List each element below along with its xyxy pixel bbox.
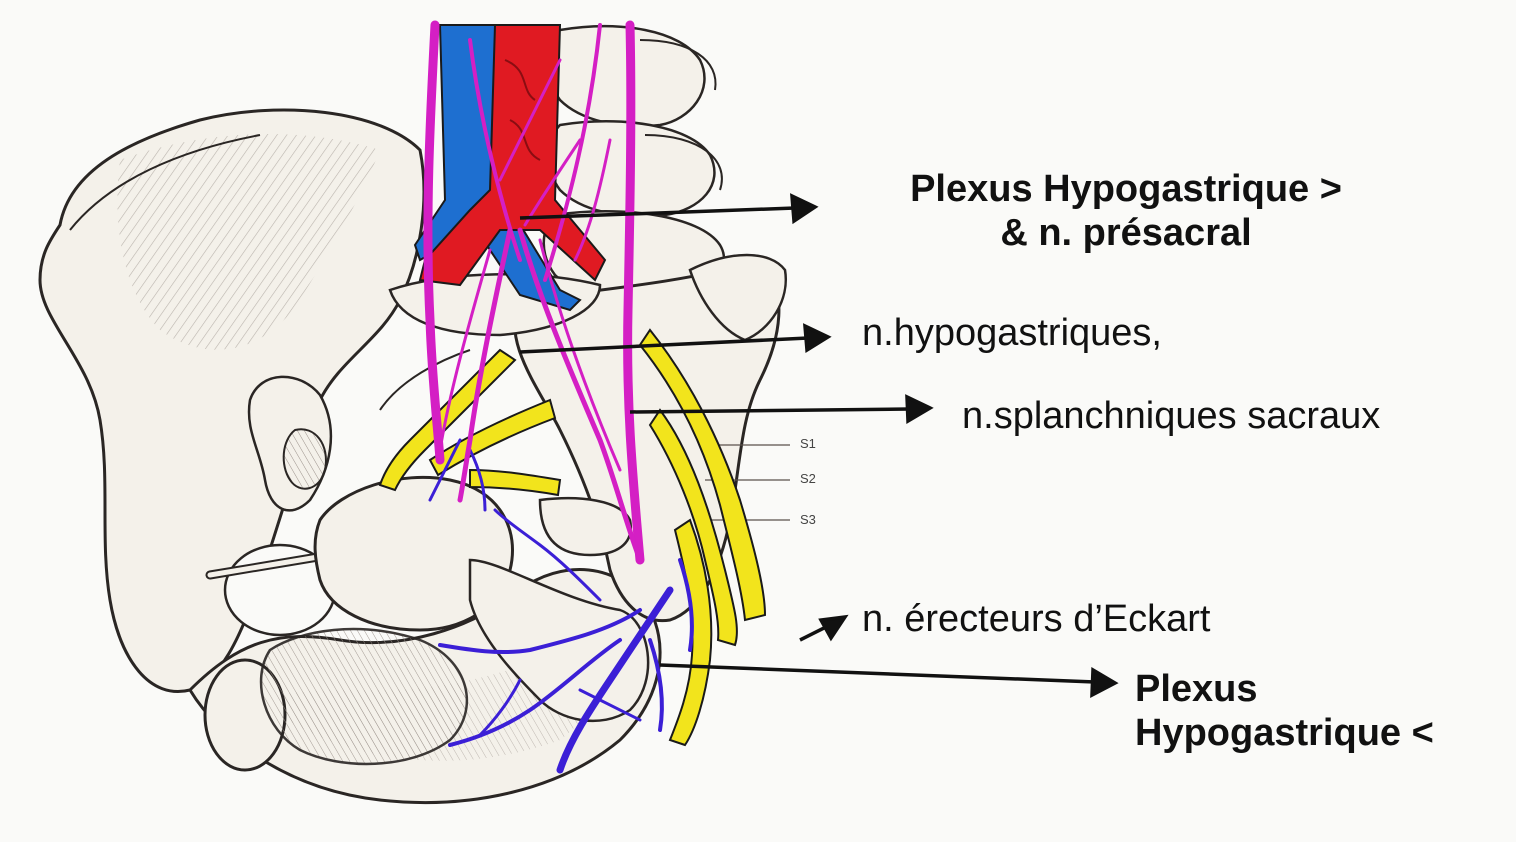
superior-plexus-label-line1: Plexus Hypogastrique >: [910, 168, 1342, 210]
iliac-wing-shading: [117, 133, 381, 350]
inferior-plexus-label-line2: Hypogastrique <: [1135, 711, 1434, 754]
sacral-ala: [688, 253, 788, 342]
sacral-segment-s3: S3: [800, 512, 816, 527]
leader-arrows: [519, 193, 1119, 698]
iliac-crest-line: [69, 134, 261, 231]
sacral-segment-s1: S1: [800, 436, 816, 451]
ovary: [282, 428, 327, 490]
superior-hypogastric-plexus-label: Plexus Hypogastrique > & n. présacral: [866, 168, 1386, 255]
sacral-segment-s2: S2: [800, 471, 816, 486]
erector-nerves-label: n. érecteurs d’Eckart: [862, 598, 1211, 640]
inferior-plexus-label-line1: Plexus: [1135, 668, 1258, 710]
sympathetic-nerves: [423, 20, 645, 565]
inferior-hypogastric-plexus-label: Plexus Hypogastrique <: [1135, 668, 1434, 755]
round-ligament-fill: [207, 552, 333, 578]
bladder: [259, 627, 469, 766]
rectum: [538, 496, 633, 557]
hypogastric-nerves-label: n.hypogastriques,: [862, 312, 1162, 354]
sacral-splanchnic-nerves-label: n.splanchniques sacraux: [962, 395, 1381, 437]
inferior-hypogastric-plexus: [428, 438, 694, 774]
superior-plexus-label-line2: & n. présacral: [1000, 211, 1252, 254]
aorta-texture: [504, 59, 541, 161]
